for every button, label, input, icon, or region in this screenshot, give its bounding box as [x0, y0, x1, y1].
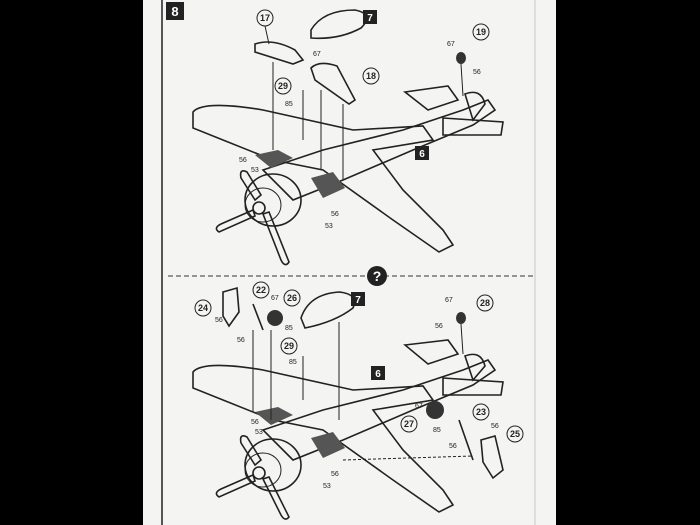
callout-24-circle	[194, 299, 212, 317]
upper-prop-blade-1	[239, 170, 263, 202]
upper-prop-blade-3	[261, 211, 290, 266]
ref-67-d: 67	[445, 297, 453, 304]
boxed-ref-6-text: 6	[419, 149, 425, 160]
upper-wheel-well-left	[255, 150, 293, 168]
lower-wheel-well-right	[311, 432, 345, 458]
upper-cowling	[244, 173, 302, 227]
ref-56-h: 56	[331, 471, 339, 478]
step-number-badge: 8	[166, 2, 184, 20]
upper-fin	[403, 85, 460, 111]
ref-85-b: 85	[285, 325, 293, 332]
boxed-ref-7-upper	[363, 10, 377, 24]
upper-prop-blade-2	[215, 208, 256, 233]
ref-67-b: 67	[447, 41, 455, 48]
ref-85-c: 85	[289, 359, 297, 366]
callout-24: 24	[198, 303, 208, 313]
boxed-ref-7-lower	[351, 292, 365, 306]
callout-27-circle	[400, 415, 418, 433]
boxed-ref-6-lower-text: 6	[375, 369, 381, 380]
callout-17: 17	[260, 13, 270, 23]
part-25-shape	[480, 435, 504, 480]
ref-53-c: 53	[255, 429, 263, 436]
upper-cowling-ring	[244, 187, 282, 223]
upper-view: 17 7 18 67 29 85 56 53 56 53 19 67 56 6	[192, 9, 504, 266]
part-26-wheel	[267, 310, 283, 326]
ref-56-f: 56	[435, 323, 443, 330]
lower-rudder	[463, 353, 486, 382]
step-number: 8	[171, 4, 178, 19]
ref-53-b: 53	[325, 223, 333, 230]
ref-85-a: 85	[285, 101, 293, 108]
boxed-ref-7-text: 7	[367, 13, 373, 24]
question-mark: ?	[373, 268, 382, 284]
callout-25-circle	[506, 425, 524, 443]
ref-56-i: 56	[449, 443, 457, 450]
tail-wheel-upper	[456, 52, 466, 64]
callout-23: 23	[476, 407, 486, 417]
callout-19-circle	[472, 23, 490, 41]
ref-67-c: 67	[271, 295, 279, 302]
callout-28-circle	[476, 294, 494, 312]
upper-wheel-well-right	[311, 172, 345, 198]
assembly-diagram: 8 17 7 18 67	[161, 0, 536, 525]
callout-26-circle	[283, 289, 301, 307]
callout-19: 19	[476, 27, 486, 37]
ref-56-c: 56	[473, 69, 481, 76]
ref-53-d: 53	[323, 483, 331, 490]
lower-fin	[403, 339, 460, 365]
ref-56-d: 56	[215, 317, 223, 324]
lower-tailplane	[442, 377, 504, 396]
callout-18-circle	[362, 67, 380, 85]
callout-29-lower-circle	[280, 337, 298, 355]
callout-28: 28	[480, 298, 490, 308]
callout-23-circle	[472, 403, 490, 421]
ref-53-a: 53	[251, 167, 259, 174]
part-18-shape	[310, 62, 357, 105]
lower-cowling-ring	[244, 452, 282, 488]
boxed-ref-6-lower	[371, 366, 385, 380]
lower-prop-blade-3	[261, 476, 290, 520]
lower-cowling	[244, 438, 302, 492]
part-canopy-lower	[300, 291, 356, 329]
lower-spinner	[252, 466, 266, 480]
callout-18: 18	[366, 71, 376, 81]
callout-26: 26	[287, 293, 297, 303]
callout-29-circle	[274, 77, 292, 95]
callout-29-lower: 29	[284, 341, 294, 351]
ref-56-b: 56	[331, 211, 339, 218]
ref-67-a: 67	[313, 51, 321, 58]
ref-56-g: 56	[251, 419, 259, 426]
callout-29: 29	[278, 81, 288, 91]
lower-view: 24 56 22 56 26 67 85 7 28 67 56 29 85 56…	[192, 281, 524, 520]
callout-22-circle	[252, 281, 270, 299]
part-27-wheel	[426, 401, 444, 419]
upper-tailplane	[442, 117, 504, 136]
part-17-shape	[254, 41, 305, 65]
callout-27: 27	[404, 419, 414, 429]
part-canopy-upper	[310, 9, 368, 40]
divider: ?	[168, 266, 535, 286]
part-22-strut	[252, 303, 264, 331]
ref-56-j: 56	[491, 423, 499, 430]
ref-67-e: 67	[415, 403, 423, 410]
lower-prop-blade-1	[239, 435, 263, 467]
callout-22: 22	[256, 285, 266, 295]
tail-wheel-lower	[456, 312, 466, 324]
ref-85-d: 85	[433, 427, 441, 434]
part-23-strut	[458, 419, 474, 461]
boxed-ref-6-upper	[415, 146, 429, 160]
lower-prop-blade-2	[215, 473, 256, 498]
question-badge	[367, 266, 387, 286]
ref-56-a: 56	[239, 157, 247, 164]
callout-25: 25	[510, 429, 520, 439]
instruction-sheet: 8 17 7 18 67	[143, 0, 556, 525]
ref-56-e: 56	[237, 337, 245, 344]
upper-spinner	[252, 201, 266, 215]
lower-wheel-well-left	[255, 407, 293, 425]
upper-fuselage-outline	[261, 99, 497, 201]
part-24-shape	[222, 286, 240, 328]
upper-rudder	[464, 91, 486, 122]
boxed-ref-7-lower-text: 7	[355, 295, 361, 306]
